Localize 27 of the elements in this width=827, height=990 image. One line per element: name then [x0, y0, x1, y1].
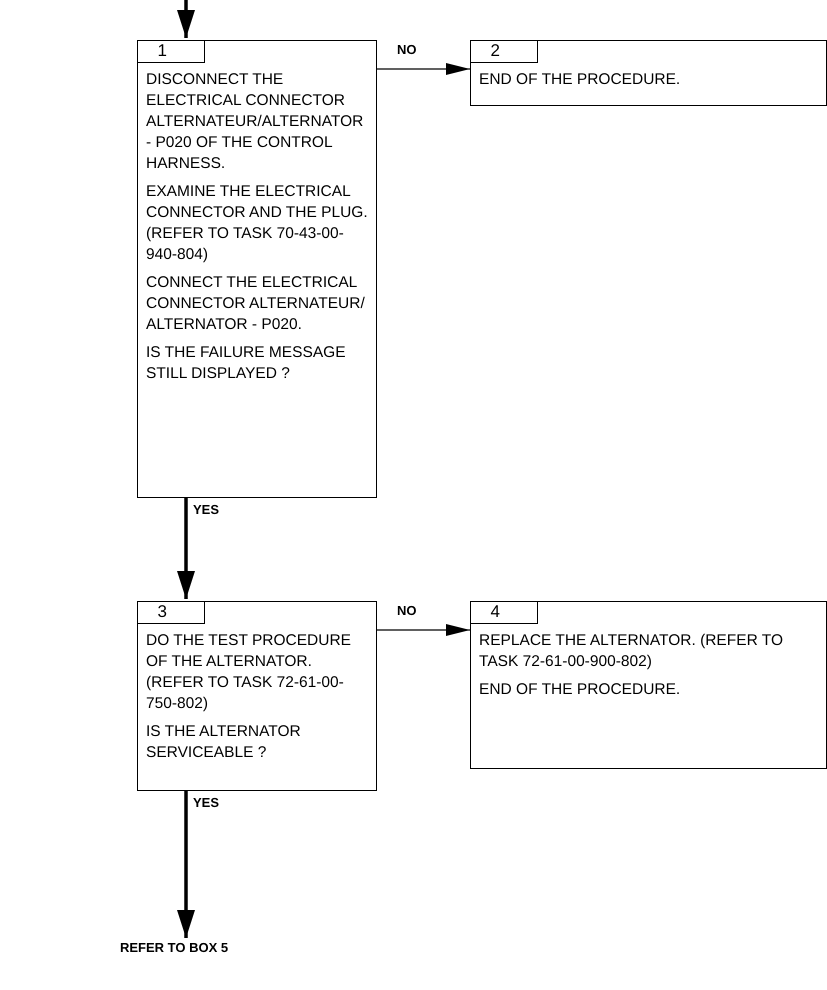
- step-text: REPLACE THE ALTERNATOR. (REFER TO TASK 72-61-00-900-802): [479, 631, 784, 672]
- step-number: 4: [470, 600, 538, 624]
- step-text: CONNECT THE ELECTRICAL CONNECTOR ALTERNATEUR/ ALTERNATOR - P020.: [146, 273, 366, 335]
- arrow: [177, 791, 195, 938]
- step-text: END OF THE PROCEDURE.: [479, 70, 682, 90]
- step-text: END OF THE PROCEDURE.: [479, 680, 682, 700]
- edge-label: YES: [191, 502, 222, 517]
- arrow: [177, 498, 195, 599]
- step-number: 1: [136, 40, 204, 62]
- step-text: DISCONNECT THE ELECTRICAL CONNECTOR ALTERNATEUR/ALTERNATOR - P020 OF THE CONTROL HARNESS.: [146, 70, 364, 174]
- step-box: [137, 40, 377, 498]
- step-text: EXAMINE THE ELECTRICAL CONNECTOR AND THE PLUG. (REFER TO TASK 70-43-00-940-804): [146, 182, 369, 265]
- edge-label: NO: [395, 42, 418, 57]
- step-text: IS THE FAILURE MESSAGE STILL DISPLAYED ?: [146, 343, 347, 384]
- reference-text: REFER TO BOX 5: [120, 940, 228, 955]
- arrow: [177, 0, 195, 38]
- arrow: [377, 624, 470, 636]
- edge-label: YES: [191, 795, 222, 810]
- arrow: [377, 63, 470, 75]
- step-box: [470, 601, 827, 769]
- edge-label: NO: [395, 603, 418, 618]
- step-text: DO THE TEST PROCEDURE OF THE ALTERNATOR. (REFER TO TASK 72-61-00-750-802): [146, 631, 352, 714]
- step-number: 3: [136, 600, 204, 624]
- step-box: [137, 601, 377, 791]
- step-number: 2: [470, 40, 538, 62]
- step-box: [470, 40, 827, 106]
- step-text: IS THE ALTERNATOR SERVICEABLE ?: [146, 722, 302, 763]
